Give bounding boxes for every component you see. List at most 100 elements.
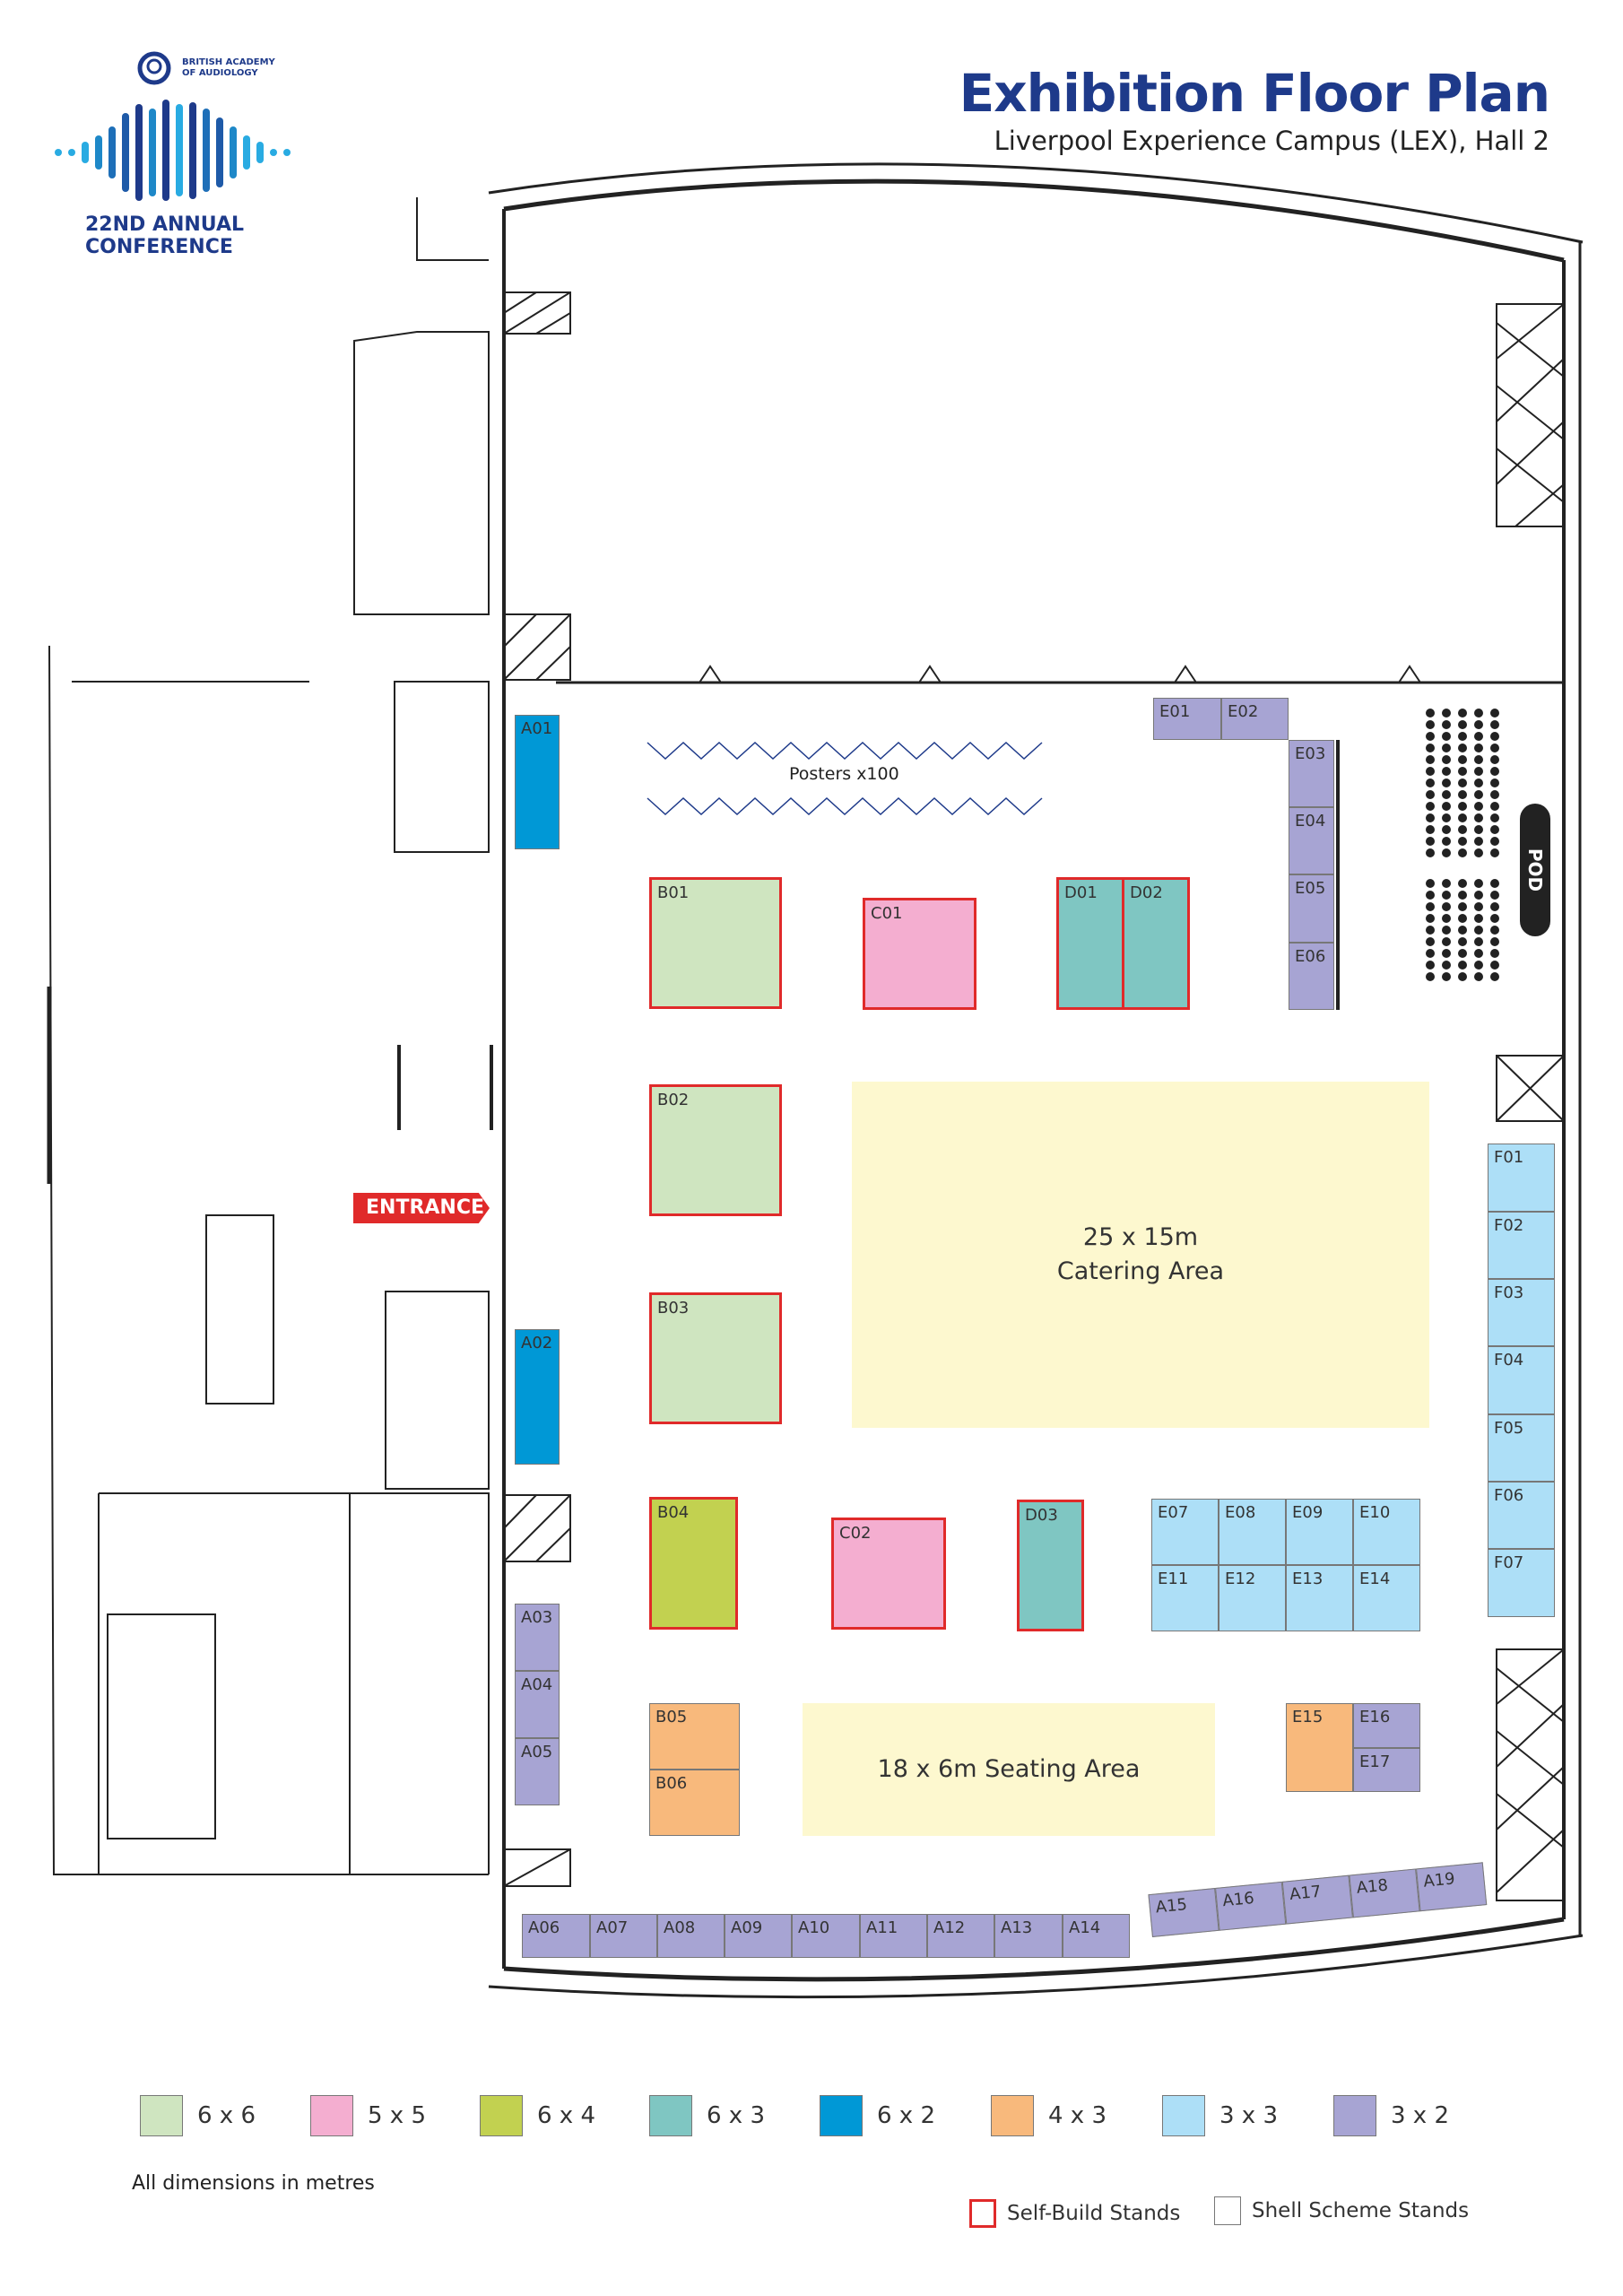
stand-e09[interactable]: E09 (1286, 1499, 1353, 1565)
stand-c01[interactable]: C01 (863, 898, 976, 1010)
swatch (1214, 2196, 1241, 2225)
stand-f05[interactable]: F05 (1488, 1414, 1555, 1482)
seat-dot (1426, 825, 1435, 834)
stand-e13[interactable]: E13 (1286, 1565, 1353, 1631)
stand-a04[interactable]: A04 (515, 1671, 560, 1738)
stand-label: E02 (1228, 702, 1259, 721)
stand-label: C02 (839, 1524, 872, 1543)
seat-dot (1442, 709, 1451, 718)
stand-e15[interactable]: E15 (1286, 1703, 1353, 1792)
stand-e10[interactable]: E10 (1353, 1499, 1420, 1565)
seat-dot (1458, 744, 1467, 752)
seat-dot (1442, 891, 1451, 900)
legend-label: 3 x 3 (1219, 2102, 1278, 2129)
stand-e14[interactable]: E14 (1353, 1565, 1420, 1631)
swatch (649, 2095, 692, 2136)
stand-e07[interactable]: E07 (1151, 1499, 1219, 1565)
stand-e08[interactable]: E08 (1219, 1499, 1286, 1565)
baa-logo: BRITISH ACADEMY OF AUDIOLOGY 22ND ANNUAL… (49, 45, 372, 258)
dimensions-note: All dimensions in metres (132, 2172, 375, 2195)
seat-dot (1426, 961, 1435, 970)
stand-a03[interactable]: A03 (515, 1604, 560, 1671)
stand-e02[interactable]: E02 (1221, 698, 1289, 740)
stand-a07[interactable]: A07 (590, 1914, 657, 1958)
stand-e01[interactable]: E01 (1153, 698, 1221, 740)
stand-f06[interactable]: F06 (1488, 1482, 1555, 1549)
stand-label: D02 (1130, 883, 1163, 902)
stand-a13[interactable]: A13 (994, 1914, 1063, 1958)
stand-b01[interactable]: B01 (649, 877, 782, 1009)
seat-dot (1474, 972, 1483, 981)
stand-f07[interactable]: F07 (1488, 1549, 1555, 1617)
stand-c02[interactable]: C02 (831, 1518, 946, 1630)
stand-e04[interactable]: E04 (1289, 807, 1334, 874)
stand-a19[interactable]: A19 (1416, 1862, 1488, 1912)
stand-a17[interactable]: A17 (1281, 1874, 1353, 1925)
stand-e06[interactable]: E06 (1289, 943, 1334, 1010)
legend-6x4: 6 x 4 (480, 2095, 595, 2136)
stand-e03[interactable]: E03 (1289, 740, 1334, 807)
stand-label: A13 (1001, 1918, 1033, 1937)
stand-e17[interactable]: E17 (1353, 1748, 1420, 1792)
stand-b05[interactable]: B05 (649, 1703, 740, 1770)
stand-label: B06 (655, 1774, 688, 1793)
stand-d01[interactable]: D01 (1056, 877, 1124, 1010)
stand-e05[interactable]: E05 (1289, 874, 1334, 943)
stand-a02[interactable]: A02 (515, 1329, 560, 1465)
legend-shell-scheme: Shell Scheme Stands (1214, 2196, 1469, 2225)
seat-dot (1426, 767, 1435, 776)
seat-dot (1474, 879, 1483, 888)
catering-label: Catering Area (1056, 1257, 1225, 1285)
stand-f02[interactable]: F02 (1488, 1212, 1555, 1279)
stand-label: A03 (521, 1608, 553, 1627)
seat-dot (1490, 949, 1499, 958)
seat-dot (1490, 732, 1499, 741)
stand-d02[interactable]: D02 (1122, 877, 1190, 1010)
stand-a14[interactable]: A14 (1063, 1914, 1130, 1958)
stand-a15[interactable]: A15 (1148, 1888, 1219, 1937)
seat-dot (1458, 802, 1467, 811)
stand-d03[interactable]: D03 (1017, 1500, 1084, 1631)
seat-dot (1490, 767, 1499, 776)
stand-label: B04 (657, 1503, 690, 1522)
seat-dot (1442, 778, 1451, 787)
seat-dot (1490, 902, 1499, 911)
seat-dot (1474, 790, 1483, 799)
stand-e16[interactable]: E16 (1353, 1703, 1420, 1748)
stand-f03[interactable]: F03 (1488, 1279, 1555, 1346)
stand-e11[interactable]: E11 (1151, 1565, 1219, 1631)
seat-dot (1426, 813, 1435, 822)
seat-dot (1442, 825, 1451, 834)
stand-a10[interactable]: A10 (792, 1914, 860, 1958)
stand-a06[interactable]: A06 (522, 1914, 590, 1958)
stand-b03[interactable]: B03 (649, 1292, 782, 1424)
stand-a12[interactable]: A12 (927, 1914, 994, 1958)
stand-b06[interactable]: B06 (649, 1770, 740, 1836)
legend-label: 6 x 2 (877, 2102, 935, 2129)
legend-6x2: 6 x 2 (820, 2095, 935, 2136)
stand-f01[interactable]: F01 (1488, 1144, 1555, 1212)
stand-e12[interactable]: E12 (1219, 1565, 1286, 1631)
stand-f04[interactable]: F04 (1488, 1346, 1555, 1414)
stand-label: E10 (1359, 1503, 1391, 1522)
legend-label: 5 x 5 (368, 2102, 426, 2129)
stand-label: E08 (1225, 1503, 1256, 1522)
stand-b04[interactable]: B04 (649, 1497, 738, 1630)
seat-dot (1426, 879, 1435, 888)
stand-a18[interactable]: A18 (1349, 1868, 1420, 1918)
stand-label: A12 (933, 1918, 966, 1937)
stand-b02[interactable]: B02 (649, 1084, 782, 1216)
stand-a01[interactable]: A01 (515, 715, 560, 849)
stand-a16[interactable]: A16 (1215, 1881, 1287, 1931)
stand-label: A08 (664, 1918, 696, 1937)
stand-a08[interactable]: A08 (657, 1914, 725, 1958)
seat-dot (1426, 802, 1435, 811)
stand-label: E16 (1359, 1708, 1391, 1726)
swatch (820, 2095, 863, 2136)
seat-dot (1426, 891, 1435, 900)
stand-a11[interactable]: A11 (860, 1914, 927, 1958)
seat-dot (1474, 937, 1483, 946)
stand-a09[interactable]: A09 (725, 1914, 792, 1958)
stand-a05[interactable]: A05 (515, 1738, 560, 1805)
stand-label: E06 (1295, 947, 1326, 966)
